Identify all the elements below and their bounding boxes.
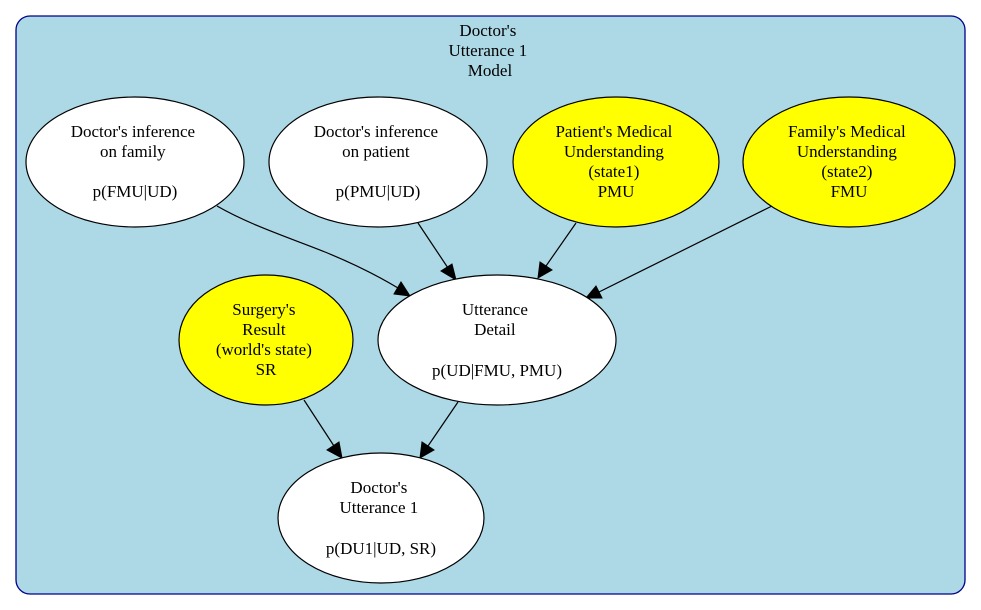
node-doctor-inference-family: Doctor's inference on family p(FMU|UD) [25,96,245,228]
cluster-title: Doctor's Utterance 1 Model [448,21,531,80]
edge-family-inference-to-utterance-detail [216,205,411,297]
edge-patient-understanding-to-utterance-detail [537,222,577,279]
node-utterance-detail: Utterance Detail p(UD|FMU, PMU) [377,274,617,406]
edge-family-understanding-to-utterance-detail [584,205,773,299]
node-family-medical-understanding: Family's Medical Understanding (state2) … [742,96,956,228]
svg-text:Doctor's inference on pa: Doctor's inference on patient p(PMU|UD) [314,122,443,201]
svg-text:Family's Medical Underst: Family's Medical Understanding (state2) … [788,122,910,201]
svg-text:Doctor's inference on fa: Doctor's inference on family p(FMU|UD) [71,122,200,201]
edge-utterance-detail-to-doctor-utterance [419,401,459,459]
node-doctor-utterance-1: Doctor's Utterance 1 p(DU1|UD, SR) [277,452,485,584]
svg-text:Patient's Medical Unders: Patient's Medical Understanding (state1)… [555,122,676,201]
svg-text:Surgery's Result (: Surgery's Result (world's state) SR [216,300,316,379]
node-patient-medical-understanding: Patient's Medical Understanding (state1)… [512,96,720,228]
node-surgery-result: Surgery's Result (world's state) SR [178,274,354,406]
edge-surgery-to-doctor-utterance [303,399,343,459]
edge-patient-inference-to-utterance-detail [417,222,457,282]
node-doctor-inference-patient: Doctor's inference on patient p(PMU|UD) [268,96,488,228]
svg-text:Doctor's Utterance 1: Doctor's Utterance 1 p(DU1|UD, SR) [326,478,436,558]
svg-text:Utterance Detail p: Utterance Detail p(UD|FMU, PMU) [432,300,562,380]
